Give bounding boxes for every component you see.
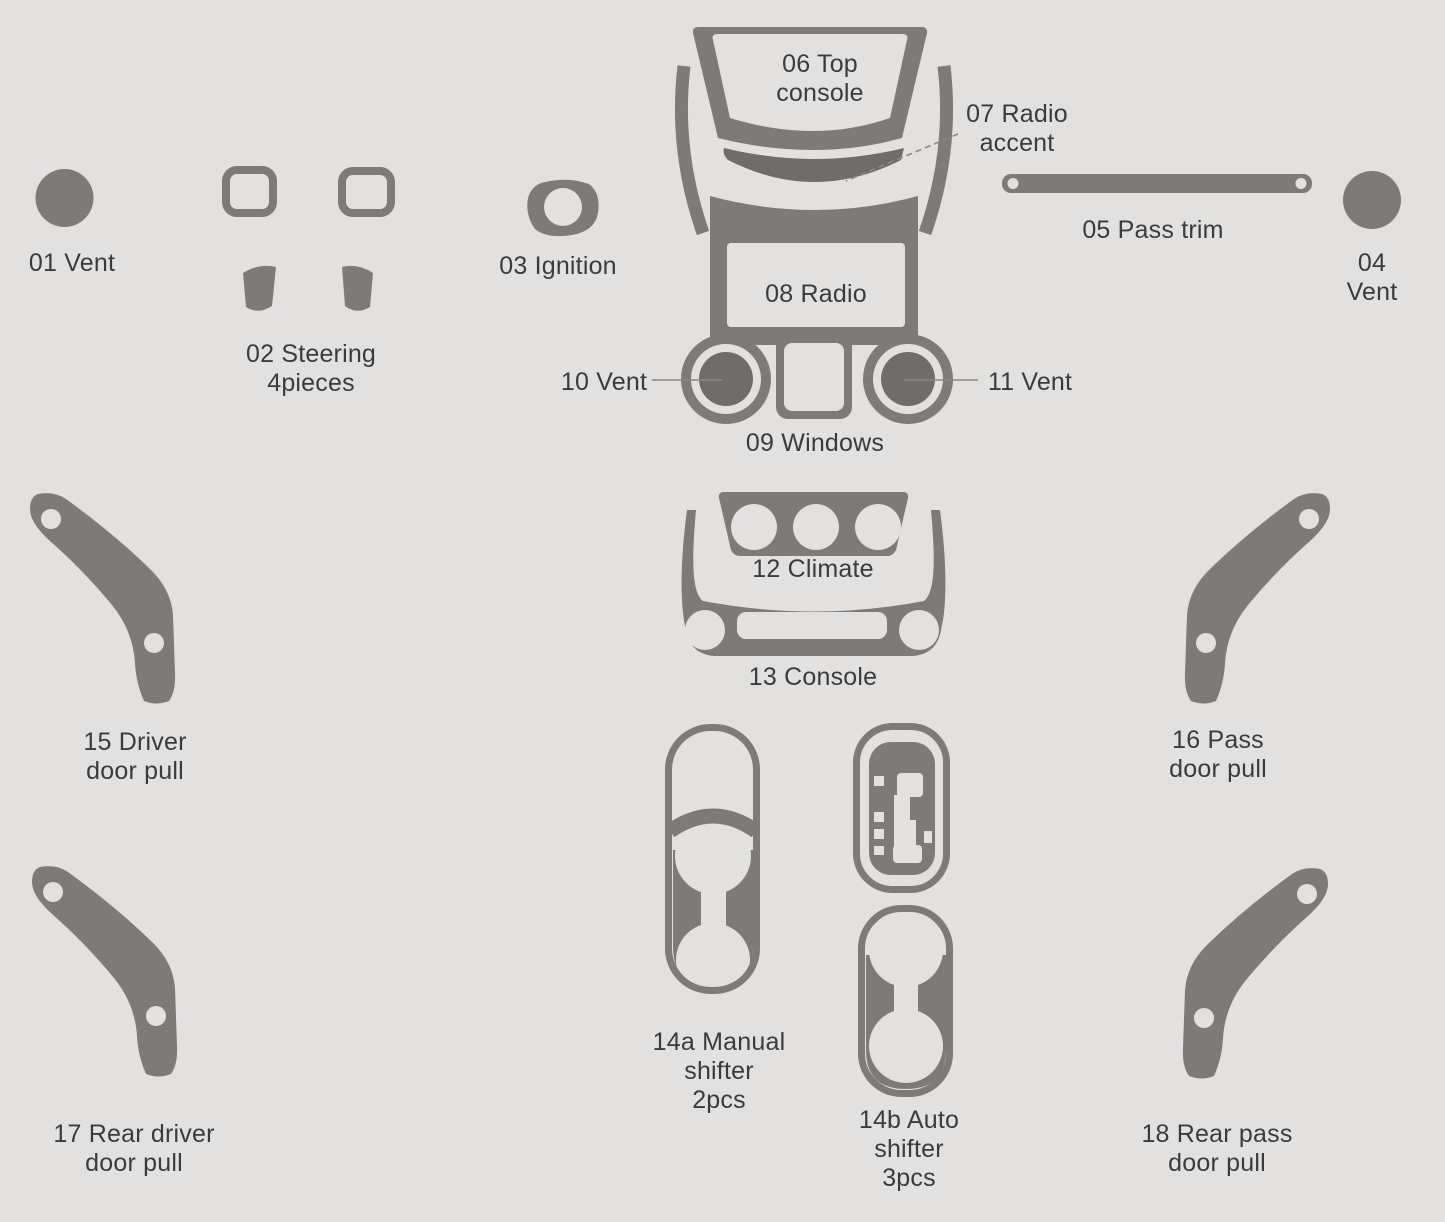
part-18-rear-pass-door-pull-label: 18 Rear pass door pull bbox=[1141, 1120, 1293, 1177]
part-16-pass-door-pull-label: 16 Pass door pull bbox=[1169, 726, 1267, 783]
part-10-vent-label: 10 Vent bbox=[560, 368, 648, 396]
part-15-driver-door-pull-label: 15 Driver door pull bbox=[83, 728, 187, 785]
part-14b-auto-shifter-shape bbox=[853, 723, 953, 1097]
part-08-radio-label: 08 Radio bbox=[765, 280, 867, 308]
part-06-top-console-label: 06 Top console bbox=[776, 50, 864, 107]
part-11-vent-label: 11 Vent bbox=[987, 368, 1073, 396]
part-01-vent-shape bbox=[35, 169, 94, 227]
part-06-top-console-shape bbox=[674, 27, 954, 236]
leader-line-07-radio-accent bbox=[845, 133, 959, 182]
part-09-windows-vents-shape bbox=[681, 334, 953, 424]
part-02-steering-shapes bbox=[222, 166, 395, 311]
part-12-climate-label: 12 Climate bbox=[752, 555, 874, 583]
part-17-rear-driver-door-pull-label: 17 Rear driver door pull bbox=[53, 1120, 215, 1177]
part-07-radio-accent-label: 07 Radio accent bbox=[966, 100, 1068, 157]
part-13-console-shape bbox=[681, 510, 946, 656]
part-08-radio-shape bbox=[710, 196, 918, 345]
part-03-ignition-shape bbox=[527, 179, 599, 237]
part-13-console-label: 13 Console bbox=[748, 663, 878, 691]
part-14a-manual-shifter-shape bbox=[665, 724, 761, 997]
part-04-vent-label: 04 Vent bbox=[1346, 249, 1398, 306]
part-14a-manual-shifter-label: 14a Manual shifter 2pcs bbox=[652, 1028, 786, 1114]
part-12-climate-shape bbox=[718, 492, 909, 556]
part-03-ignition-label: 03 Ignition bbox=[499, 252, 617, 280]
part-18-rear-pass-door-pull-shape bbox=[1182, 868, 1328, 1079]
part-14b-auto-shifter-label: 14b Auto shifter 3pcs bbox=[858, 1106, 960, 1192]
part-16-pass-door-pull-shape bbox=[1184, 493, 1330, 704]
part-05-pass-trim-label: 05 Pass trim bbox=[1082, 216, 1224, 244]
part-04-vent-shape bbox=[1343, 171, 1401, 229]
part-01-vent-label: 01 Vent bbox=[28, 249, 116, 277]
part-05-pass-trim-shape bbox=[1002, 174, 1312, 193]
part-09-windows-label: 09 Windows bbox=[745, 429, 885, 457]
part-17-rear-driver-door-pull-shape bbox=[32, 866, 178, 1077]
part-02-steering-label: 02 Steering 4pieces bbox=[245, 340, 377, 397]
part-15-driver-door-pull-shape bbox=[30, 493, 176, 704]
part-07-radio-accent-shape bbox=[723, 148, 904, 182]
